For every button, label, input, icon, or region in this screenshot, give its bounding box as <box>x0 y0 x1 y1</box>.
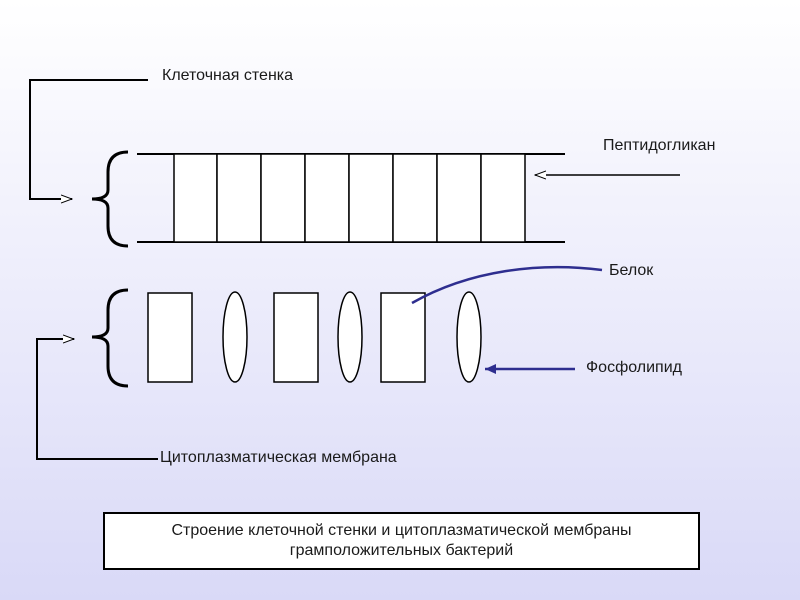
peptidoglycan-cell <box>480 153 526 243</box>
caption-line-1: Строение клеточной стенки и цитоплазмати… <box>171 522 632 539</box>
peptidoglycan-cell <box>392 153 438 243</box>
membrane-brace <box>91 288 129 388</box>
cell-wall-label: Клеточная стенка <box>162 67 294 84</box>
peptidoglycan-cell <box>304 153 350 243</box>
phospholipid-ellipse <box>222 291 248 383</box>
peptidoglycan-cell <box>436 153 482 243</box>
membrane-label: Цитоплазматическая мембрана <box>160 449 397 466</box>
membrane-connector <box>36 339 158 460</box>
protein-block <box>147 292 193 383</box>
peptidoglycan-layer <box>137 153 565 243</box>
phospholipid-label: Фосфолипид <box>586 359 682 376</box>
peptidoglycan-cell <box>216 153 262 243</box>
membrane-layer <box>147 291 482 383</box>
caption-line-2: грамположительных бактерий <box>289 542 514 559</box>
peptidoglycan-cell <box>260 153 306 243</box>
protein-block <box>273 292 319 383</box>
cell-wall-brace <box>91 150 129 248</box>
peptidoglycan-label: Пептидогликан <box>603 137 716 154</box>
protein-pointer <box>411 265 603 305</box>
caption-box: Строение клеточной стенки и цитоплазмати… <box>103 512 700 570</box>
cell-wall-connector <box>29 79 148 199</box>
peptidoglycan-cell <box>173 153 218 243</box>
phospholipid-ellipse <box>456 291 482 383</box>
protein-label: Белок <box>609 262 654 279</box>
protein-block <box>380 292 426 383</box>
peptidoglycan-cell <box>348 153 394 243</box>
phospholipid-ellipse <box>337 291 363 383</box>
